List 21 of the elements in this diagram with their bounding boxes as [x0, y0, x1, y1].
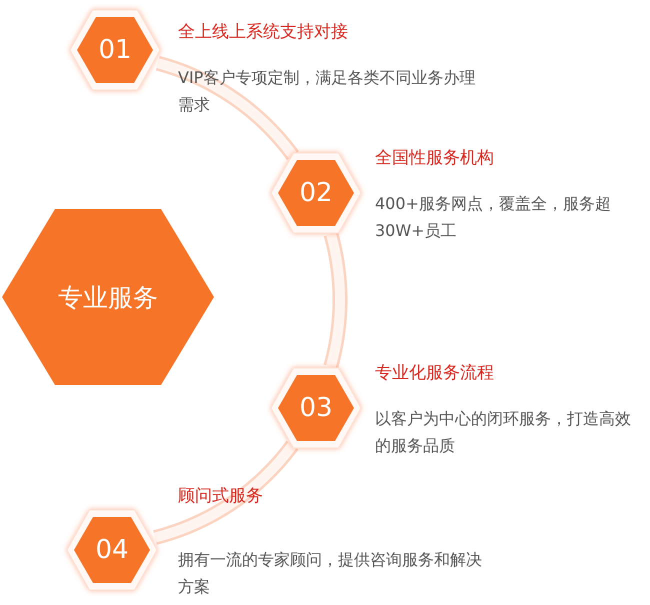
step-description: 拥有一流的专家顾问，提供咨询服务和解决方案	[178, 549, 483, 598]
step-number: 02	[299, 178, 333, 208]
step-heading: 顾问式服务	[178, 485, 264, 507]
step-number: 03	[299, 393, 333, 423]
step-description: 400+服务网点，覆盖全，服务超30W+员工	[375, 193, 612, 242]
hexagon-title: 专业服务	[58, 282, 158, 314]
hexagon	[2, 209, 214, 385]
arc-connector	[324, 230, 348, 370]
step-description: 以客户为中心的闭环服务，打造高效的服务品质	[375, 408, 632, 457]
step-heading: 专业化服务流程	[375, 362, 495, 384]
numbered-hexagon	[69, 9, 161, 91]
arc-connector	[152, 440, 298, 545]
arc-connector	[155, 56, 299, 160]
numbered-hexagon	[270, 152, 362, 234]
numbered-hexagon	[66, 509, 158, 591]
step-description: VIP客户专项定制，满足各类不同业务办理需求	[178, 67, 476, 116]
numbered-hexagon	[270, 367, 362, 449]
step-heading: 全上线上系统支持对接	[178, 21, 349, 43]
step-heading: 全国性服务机构	[375, 147, 495, 169]
step-number: 01	[98, 35, 132, 65]
step-number: 04	[95, 535, 129, 565]
